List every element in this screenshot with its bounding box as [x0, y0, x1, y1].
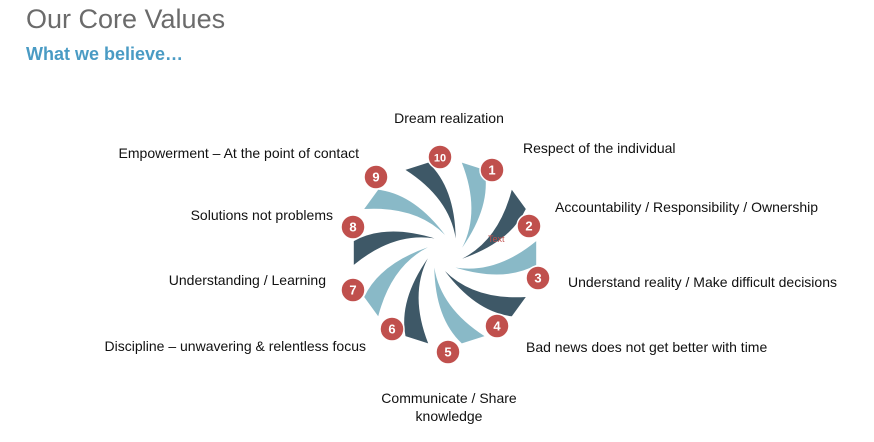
- badge-number: 6: [388, 322, 395, 337]
- value-badge-7: 7: [340, 277, 366, 303]
- badge-number: 3: [534, 271, 541, 286]
- number-badges: 1 2 3 4 5 6 7 8 9 10: [340, 144, 551, 365]
- swirl-blade: [461, 162, 486, 248]
- value-label-6: Discipline – unwavering & relentless foc…: [104, 338, 366, 354]
- swirl-blade: [404, 258, 429, 344]
- value-badge-3: 3: [525, 265, 551, 291]
- badge-number: 4: [493, 319, 501, 334]
- value-label-7: Understanding / Learning: [168, 272, 326, 288]
- swirl-blade: [434, 267, 485, 344]
- swirl-blade: [444, 271, 526, 317]
- swirl-blades: [353, 162, 537, 344]
- badge-number: 7: [349, 283, 356, 298]
- page-subtitle: What we believe…: [26, 44, 184, 64]
- value-badge-9: 9: [363, 164, 389, 190]
- value-label-8: Solutions not problems: [190, 207, 333, 223]
- value-badge-8: 8: [340, 214, 366, 240]
- badge-number: 8: [349, 220, 356, 235]
- value-label-1: Respect of the individual: [523, 140, 676, 156]
- value-badge-4: 4: [484, 313, 510, 339]
- page-title: Our Core Values: [26, 4, 226, 34]
- value-label-2: Accountability / Responsibility / Owners…: [555, 199, 819, 215]
- badge-number: 5: [444, 345, 451, 360]
- value-badge-2: 2: [516, 213, 542, 239]
- value-badge-1: 1: [479, 157, 505, 183]
- center-text: Text: [488, 234, 505, 244]
- value-badge-5: 5: [435, 339, 461, 365]
- swirl-blade: [405, 162, 456, 239]
- swirl-blade: [462, 189, 526, 259]
- swirl-blade: [364, 189, 446, 235]
- swirl-blade: [364, 247, 428, 317]
- value-label-3: Understand reality / Make difficult deci…: [568, 274, 837, 290]
- swirl-blade: [455, 241, 537, 275]
- value-label-4: Bad news does not get better with time: [526, 339, 768, 355]
- value-badge-10: 10: [427, 144, 453, 170]
- badge-number: 2: [525, 219, 532, 234]
- value-label-10: Dream realization: [394, 110, 504, 126]
- value-badge-6: 6: [379, 316, 405, 342]
- value-label-9: Empowerment – At the point of contact: [118, 145, 359, 161]
- swirl-blade: [353, 231, 435, 265]
- badge-number: 1: [488, 163, 495, 178]
- value-label-5: Communicate / Share knowledge: [381, 390, 517, 424]
- badge-number: 10: [434, 153, 446, 165]
- badge-number: 9: [372, 170, 379, 185]
